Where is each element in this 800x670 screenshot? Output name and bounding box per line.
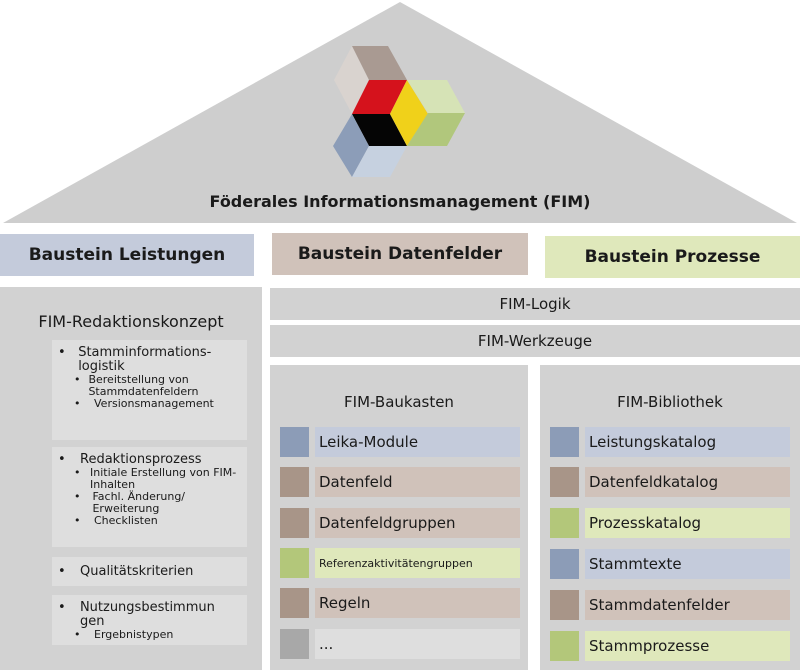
baukasten-item: Referenzaktivitätengruppen xyxy=(280,548,520,578)
bullet-icon: • xyxy=(74,514,81,527)
bullet-label: Qualitätskriterien xyxy=(80,563,194,579)
color-swatch xyxy=(550,508,579,538)
sub-bullet-label: Bereitstellung von Stammdatenfeldern xyxy=(88,373,199,398)
sub-bullet: • Ergebnistypen xyxy=(58,629,243,641)
baukasten-item: Leika-Module xyxy=(280,427,520,457)
item-label: Datenfeldkatalog xyxy=(585,467,790,497)
bullet-icon: • xyxy=(74,466,81,479)
item-label: Stammtexte xyxy=(585,549,790,579)
color-swatch xyxy=(550,590,579,620)
fim-logik-bar: FIM-Logik xyxy=(270,288,800,320)
color-swatch xyxy=(550,549,579,579)
bullet-label: Stamminformations-logistik xyxy=(78,345,212,374)
bullet-icon: • xyxy=(74,490,81,503)
bibliothek-item: Stammdatenfelder xyxy=(550,590,790,620)
color-swatch xyxy=(280,508,309,538)
item-label: ... xyxy=(315,629,520,659)
item-label: Datenfeldgruppen xyxy=(315,508,520,538)
color-swatch xyxy=(280,467,309,497)
redaktion-item-body: • Qualitätskriterien xyxy=(52,557,247,586)
bullet: • Nutzungsbestimmun gen xyxy=(58,601,243,629)
bullet-icon: • xyxy=(58,345,66,360)
redaktion-item: •Nutzungsbestimmun gen•Ergebnistypen xyxy=(16,595,247,645)
bibliothek-title: FIM-Bibliothek xyxy=(617,393,723,411)
sub-bullet-label: Checklisten xyxy=(94,514,158,527)
sub-bullet-label: Versionsmanagement xyxy=(94,397,214,410)
sub-bullet: • Initiale Erstellung von FIM-Inhalten xyxy=(58,467,243,491)
bibliothek-item: Prozesskatalog xyxy=(550,508,790,538)
roof-title: Föderales Informationsmanagement (FIM) xyxy=(209,192,591,211)
baukasten-item: Regeln xyxy=(280,588,520,618)
item-label: Leistungskatalog xyxy=(585,427,790,457)
color-swatch xyxy=(550,631,579,661)
bullet-label: Redaktionsprozess xyxy=(80,452,202,467)
color-swatch xyxy=(280,629,309,659)
baukasten-item: Datenfeldgruppen xyxy=(280,508,520,538)
fim-cube-logo xyxy=(333,46,465,177)
bullet: • Stamminformations-logistik xyxy=(58,346,243,374)
sub-bullet: • Checklisten xyxy=(58,515,243,527)
color-swatch xyxy=(280,427,309,457)
item-label: Stammdatenfelder xyxy=(585,590,790,620)
bullet: • Redaktionsprozess xyxy=(58,453,243,467)
item-label: Prozesskatalog xyxy=(585,508,790,538)
baukasten-item: Datenfeld xyxy=(280,467,520,497)
bullet-icon: • xyxy=(58,600,66,615)
item-label: Stammprozesse xyxy=(585,631,790,661)
item-label: Datenfeld xyxy=(315,467,520,497)
bullet-label: Nutzungsbestimmun gen xyxy=(79,600,215,629)
color-swatch xyxy=(280,548,309,578)
item-label: Regeln xyxy=(315,588,520,618)
baukasten-title: FIM-Baukasten xyxy=(344,393,454,411)
baustein-leistungen: Baustein Leistungen xyxy=(0,234,254,276)
item-label: Leika-Module xyxy=(315,427,520,457)
sub-bullet-label: Initiale Erstellung von FIM-Inhalten xyxy=(90,466,237,491)
redaktion-item: •Stamminformations-logistik•Bereitstellu… xyxy=(16,340,247,440)
sub-bullet-label: Fachl. Änderung/ Erweiterung xyxy=(92,490,186,515)
redaktion-item: •Redaktionsprozess•Initiale Erstellung v… xyxy=(16,447,247,547)
color-swatch xyxy=(550,427,579,457)
redaktion-item-body: •Nutzungsbestimmun gen•Ergebnistypen xyxy=(52,595,247,645)
bullet-icon: • xyxy=(74,628,81,641)
baustein-datenfelder: Baustein Datenfelder xyxy=(272,233,528,275)
bullet-icon: • xyxy=(58,452,66,467)
redaktion-item: • Qualitätskriterien xyxy=(16,557,247,586)
bibliothek-item: Datenfeldkatalog xyxy=(550,467,790,497)
redaktion-item-body: •Redaktionsprozess•Initiale Erstellung v… xyxy=(52,447,247,547)
sub-bullet: • Bereitstellung von Stammdatenfeldern xyxy=(58,374,243,398)
sub-bullet: • Versionsmanagement xyxy=(58,398,243,410)
item-label: Referenzaktivitätengruppen xyxy=(315,548,520,578)
bibliothek-item: Stammtexte xyxy=(550,549,790,579)
bullet-icon: • xyxy=(74,397,81,410)
sub-bullet-label: Ergebnistypen xyxy=(94,628,174,641)
redaktion-item-body: •Stamminformations-logistik•Bereitstellu… xyxy=(52,340,247,440)
color-swatch xyxy=(550,467,579,497)
fim-werkzeuge-bar: FIM-Werkzeuge xyxy=(270,325,800,357)
baustein-prozesse: Baustein Prozesse xyxy=(545,236,800,278)
redaktionskonzept-title: FIM-Redaktionskonzept xyxy=(38,312,224,331)
bullet: • Qualitätskriterien xyxy=(58,563,194,579)
sub-bullet: • Fachl. Änderung/ Erweiterung xyxy=(58,491,243,515)
roof xyxy=(3,2,797,223)
bibliothek-item: Leistungskatalog xyxy=(550,427,790,457)
bullet-icon: • xyxy=(58,563,66,579)
bullet-icon: • xyxy=(74,373,81,386)
baukasten-item: ... xyxy=(280,629,520,659)
color-swatch xyxy=(280,588,309,618)
bibliothek-item: Stammprozesse xyxy=(550,631,790,661)
